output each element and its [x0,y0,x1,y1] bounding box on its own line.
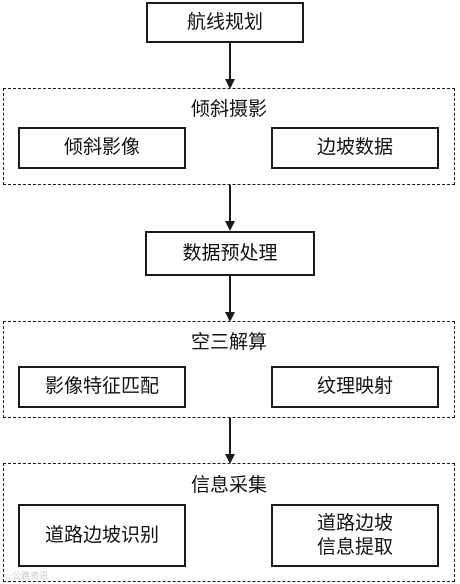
info-collection-group: 信息采集 [3,463,455,582]
aerial-triangulation-group: 空三解算 [3,321,455,418]
info-collection-title: 信息采集 [190,474,267,496]
slope-data-label: 边坡数据 [316,136,393,159]
oblique-images-label: 倾斜影像 [63,136,140,159]
watermark: ☆公路资讯 [4,572,49,582]
texture-mapping-box: 纹理映射 [271,366,439,408]
slope-data-box: 边坡数据 [271,127,439,169]
data-preprocessing-label: 数据预处理 [182,241,278,264]
data-preprocessing-box: 数据预处理 [145,231,315,276]
oblique-photography-group: 倾斜摄影 [3,88,455,185]
slope-identification-box: 道路边坡识别 [18,504,186,567]
feature-matching-label: 影像特征匹配 [44,375,159,398]
slope-info-extraction-box: 道路边坡 信息提取 [271,504,439,567]
texture-mapping-label: 纹理映射 [316,375,393,398]
oblique-images-box: 倾斜影像 [18,127,186,169]
slope-info-line1: 道路边坡 [316,511,393,534]
slope-identification-label: 道路边坡识别 [44,523,159,546]
route-planning-label: 航线规划 [186,10,263,33]
feature-matching-box: 影像特征匹配 [18,366,186,408]
aerial-triangulation-title: 空三解算 [190,331,267,353]
slope-info-line2: 信息提取 [316,535,393,558]
oblique-photography-title: 倾斜摄影 [190,98,267,120]
route-planning-box: 航线规划 [146,2,304,43]
